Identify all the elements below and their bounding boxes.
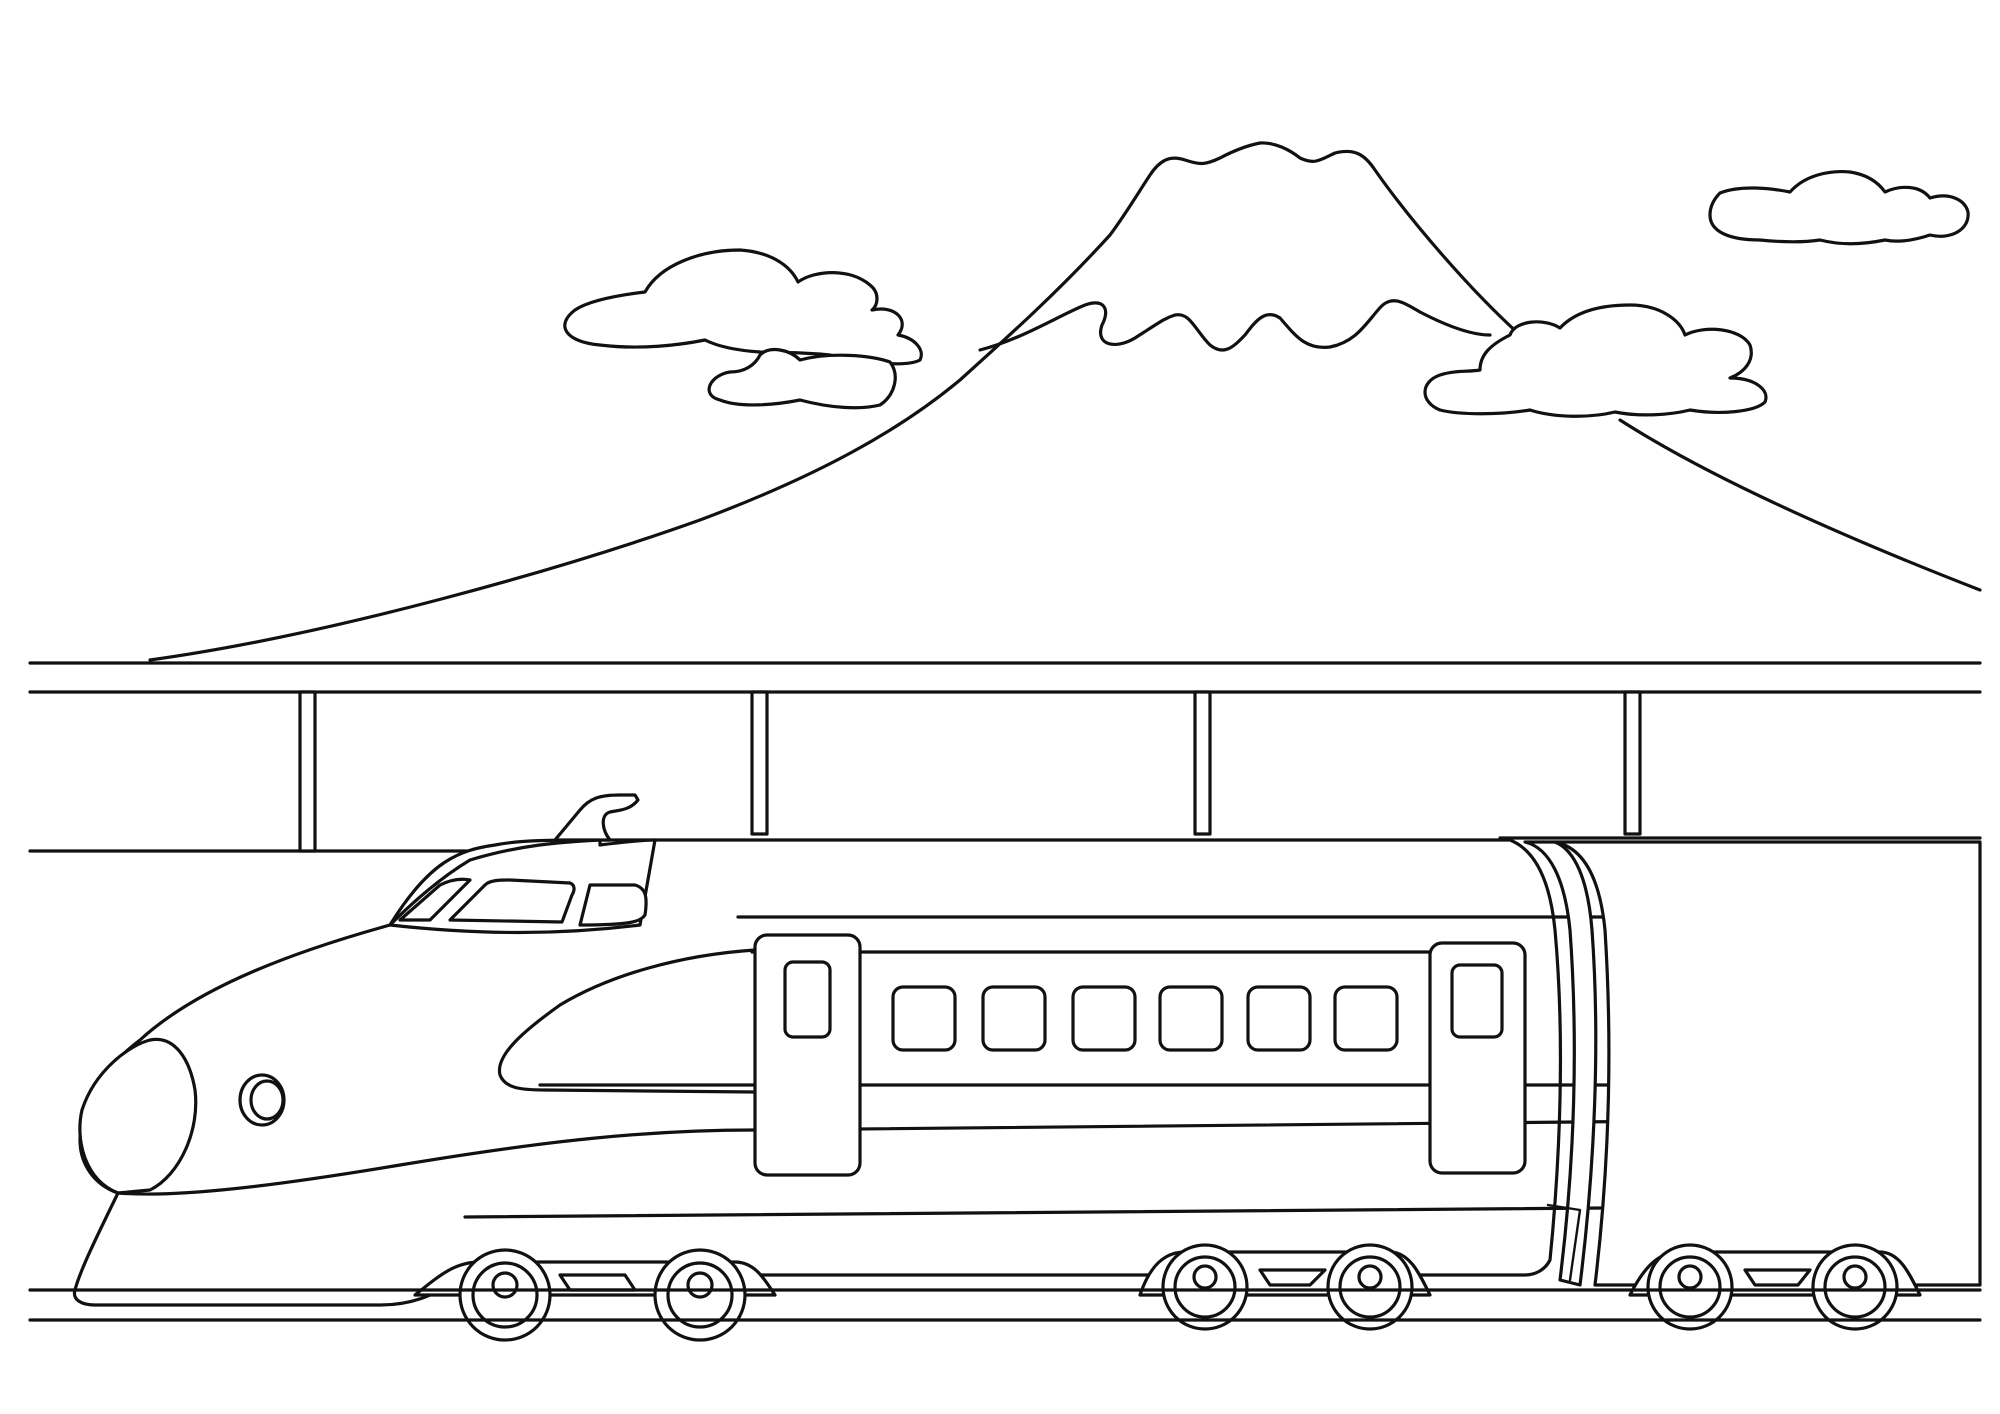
wheel (1326, 1243, 1414, 1331)
door-1 (753, 933, 862, 1177)
window (1246, 985, 1312, 1052)
cloud-icon (563, 169, 1970, 418)
fence-post (1623, 690, 1642, 836)
door-2-window (1450, 963, 1504, 1039)
car-gangway (1523, 840, 1598, 1287)
fence-posts (298, 690, 1642, 853)
mountain-outline (148, 141, 1522, 662)
roof-antenna (553, 793, 640, 842)
cloud-far-right (1708, 169, 1970, 246)
cloud-left-upper (563, 248, 923, 366)
brake-blocks (558, 1268, 1812, 1292)
windshield-center (448, 878, 576, 924)
window (1071, 985, 1137, 1052)
wheel (1811, 1243, 1899, 1331)
wheel (653, 1248, 747, 1342)
fence-post (750, 690, 769, 836)
cloud-right-middle (1423, 303, 1768, 418)
nose-light-inner (249, 1079, 285, 1121)
swoosh-stripe (497, 948, 757, 1094)
wheel (458, 1248, 552, 1342)
mountain-icon (148, 141, 1982, 662)
mountain-right-slope (1618, 418, 1982, 592)
wheel (1161, 1243, 1249, 1331)
second-car-front (1553, 840, 1982, 1287)
cloud-left-lower (707, 347, 897, 410)
door-1-window (783, 960, 832, 1039)
train-icon (72, 793, 1982, 1342)
nose-headlight (78, 1037, 198, 1195)
mountain-snowcap (978, 299, 1492, 352)
platform-fence (28, 661, 1982, 853)
windshield-right (578, 883, 648, 927)
fence-post (1193, 690, 1212, 836)
body-stripe (116, 1116, 1982, 1196)
window (1333, 985, 1399, 1052)
window (1158, 985, 1224, 1052)
wheels (458, 1243, 1899, 1342)
gangway-seam (1546, 1203, 1582, 1282)
wheel (1646, 1243, 1734, 1331)
window (981, 985, 1047, 1052)
fence-post (298, 690, 317, 853)
window (891, 985, 957, 1052)
windshield-left (398, 877, 472, 922)
rail-track (28, 1288, 1982, 1322)
